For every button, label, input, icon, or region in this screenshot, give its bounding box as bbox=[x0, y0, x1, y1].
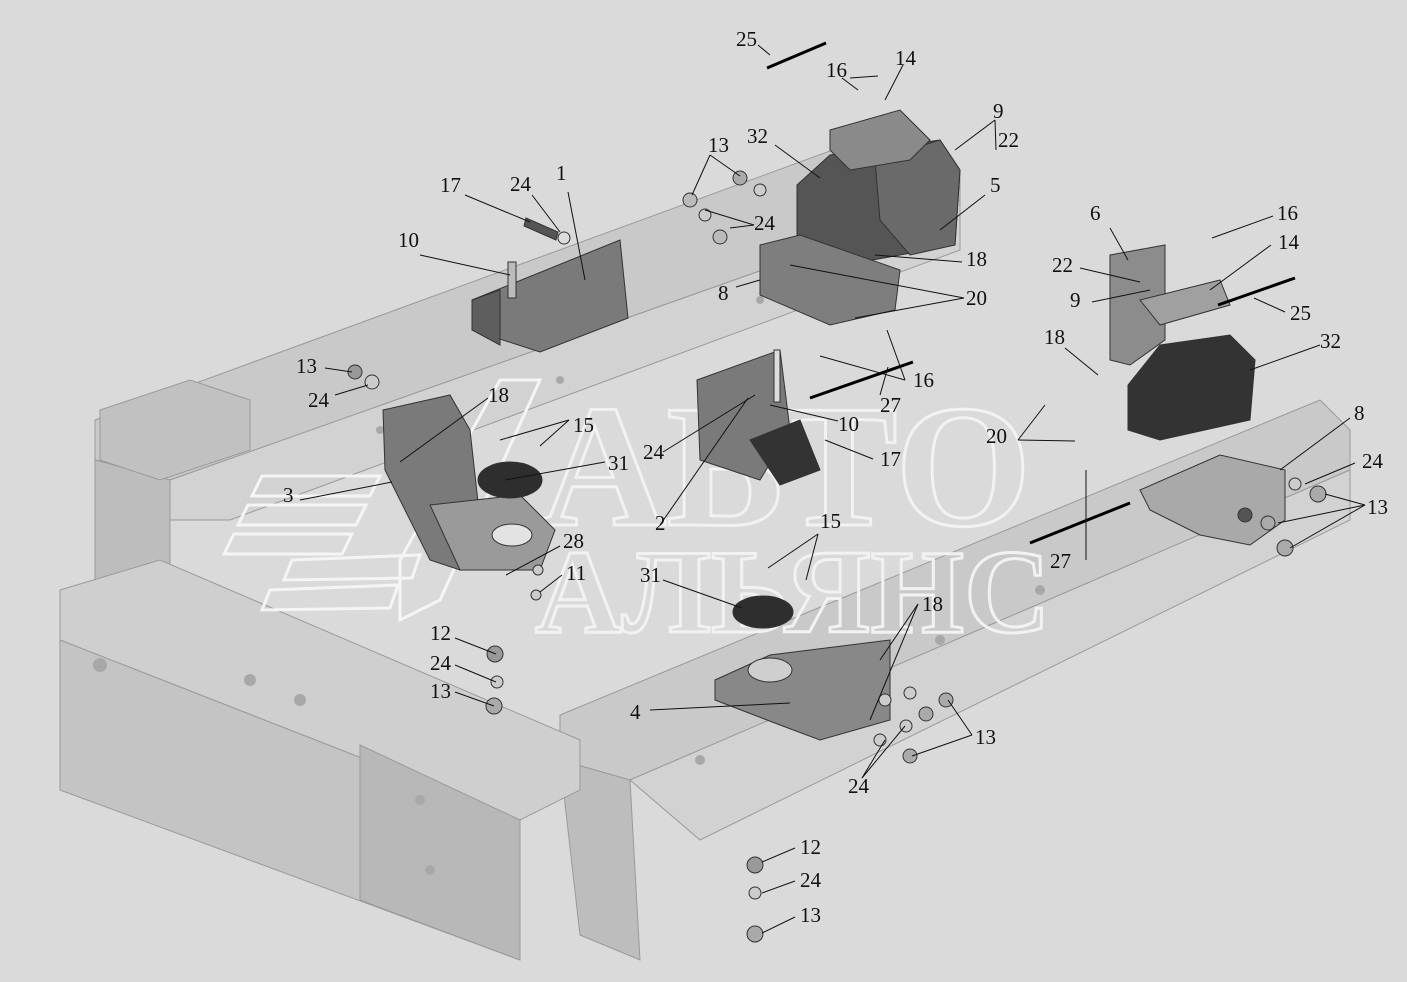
support-32-right bbox=[1127, 334, 1256, 441]
callout-15: 15 bbox=[573, 413, 594, 437]
bar-25-top bbox=[766, 41, 827, 70]
callout-25: 25 bbox=[736, 27, 757, 51]
callout-9: 9 bbox=[1070, 288, 1081, 312]
callout-24: 24 bbox=[800, 868, 822, 892]
callout-32: 32 bbox=[747, 124, 768, 148]
callout-6: 6 bbox=[1090, 201, 1101, 225]
callout-16: 16 bbox=[1277, 201, 1298, 225]
callout-31: 31 bbox=[640, 563, 661, 587]
callout-18: 18 bbox=[488, 383, 509, 407]
callout-15: 15 bbox=[820, 509, 841, 533]
callout-24: 24 bbox=[1362, 449, 1384, 473]
bar-markers bbox=[766, 41, 1296, 545]
bracket-6 bbox=[1109, 244, 1166, 366]
callout-10: 10 bbox=[398, 228, 419, 252]
callout-9: 9 bbox=[993, 99, 1004, 123]
callout-14: 14 bbox=[895, 46, 917, 70]
watermark-text-2: АЛЬЯНС bbox=[535, 525, 1051, 658]
callout-31: 31 bbox=[608, 451, 629, 475]
leader-lines bbox=[299, 44, 1366, 934]
callout-13: 13 bbox=[800, 903, 821, 927]
bracket-8-right bbox=[1139, 454, 1286, 546]
bar-27-right bbox=[1029, 501, 1131, 545]
callout-24: 24 bbox=[430, 651, 452, 675]
bracket-9-upper bbox=[829, 109, 931, 171]
callout-18: 18 bbox=[922, 592, 943, 616]
callout-13: 13 bbox=[1367, 495, 1388, 519]
callout-32: 32 bbox=[1320, 329, 1341, 353]
callout-18: 18 bbox=[1044, 325, 1065, 349]
callout-27: 27 bbox=[880, 393, 901, 417]
callout-24: 24 bbox=[643, 440, 665, 464]
callout-22: 22 bbox=[998, 128, 1019, 152]
callout-8: 8 bbox=[718, 281, 729, 305]
callout-17: 17 bbox=[440, 173, 461, 197]
parts bbox=[347, 109, 1327, 943]
lower-rail-side bbox=[629, 469, 1351, 841]
callout-5: 5 bbox=[990, 173, 1001, 197]
callout-24: 24 bbox=[754, 211, 776, 235]
callout-13: 13 bbox=[975, 725, 996, 749]
callout-24: 24 bbox=[510, 172, 532, 196]
callout-20: 20 bbox=[966, 286, 987, 310]
callout-10: 10 bbox=[838, 412, 859, 436]
callout-24: 24 bbox=[308, 388, 330, 412]
callout-22: 22 bbox=[1052, 253, 1073, 277]
callout-12: 12 bbox=[800, 835, 821, 859]
bracket-5 bbox=[874, 139, 961, 256]
callout-1: 1 bbox=[556, 161, 567, 185]
callout-17: 17 bbox=[880, 447, 901, 471]
callout-18: 18 bbox=[966, 247, 987, 271]
mount-31-bottom bbox=[732, 595, 794, 629]
callout-27: 27 bbox=[1050, 549, 1071, 573]
callout-2: 2 bbox=[655, 511, 666, 535]
corner-bracket bbox=[99, 379, 251, 481]
callout-labels: 25 16 14 9 22 32 5 13 24 17 24 1 10 18 8… bbox=[283, 27, 1388, 927]
callout-16: 16 bbox=[826, 58, 847, 82]
mount-31-left bbox=[477, 461, 543, 499]
callout-28: 28 bbox=[563, 529, 584, 553]
cross-member-end bbox=[359, 744, 521, 961]
bracket-8-upper bbox=[759, 234, 901, 326]
bar-25-right bbox=[1217, 276, 1296, 307]
callout-13: 13 bbox=[430, 679, 451, 703]
bar-27-center bbox=[809, 360, 914, 400]
callout-24: 24 bbox=[848, 774, 870, 798]
callout-12: 12 bbox=[430, 621, 451, 645]
callout-4: 4 bbox=[630, 700, 641, 724]
callout-3: 3 bbox=[283, 483, 294, 507]
callout-14: 14 bbox=[1278, 230, 1300, 254]
frame-holes bbox=[93, 296, 1265, 875]
callout-11: 11 bbox=[566, 561, 586, 585]
callout-25: 25 bbox=[1290, 301, 1311, 325]
callout-13: 13 bbox=[708, 133, 729, 157]
callout-16: 16 bbox=[913, 368, 934, 392]
callout-13: 13 bbox=[296, 354, 317, 378]
callout-20: 20 bbox=[986, 424, 1007, 448]
lower-rail-end bbox=[559, 759, 641, 961]
callout-8: 8 bbox=[1354, 401, 1365, 425]
bolt-10 bbox=[507, 261, 517, 299]
